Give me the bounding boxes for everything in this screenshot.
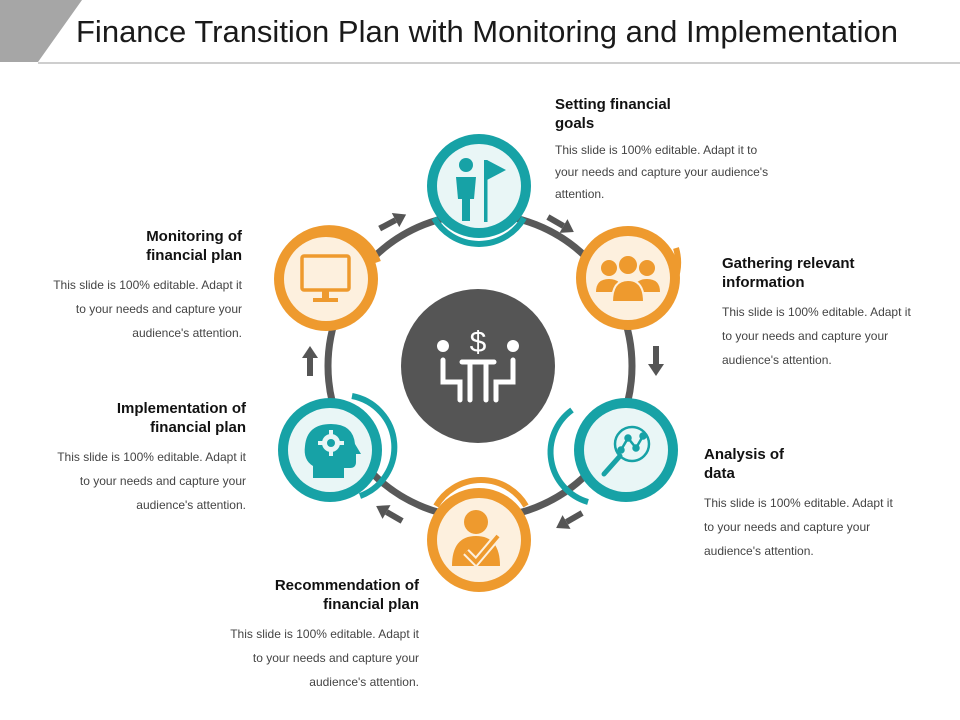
step-heading: Recommendation of financial plan (274, 577, 419, 613)
step-analysis: Analysis of data This slide is 100% edit… (704, 445, 934, 563)
node-gathering-info (576, 226, 681, 330)
step-description: This slide is 100% editable. Adapt it to… (704, 496, 893, 558)
arrow-icon (648, 346, 664, 376)
node-recommendation (427, 477, 531, 592)
step-description: This slide is 100% editable. Adapt it to… (57, 450, 246, 512)
step-heading: Setting financial goals (555, 96, 671, 132)
header-decoration (0, 0, 960, 64)
step-gathering-info: Gathering relevant information This slid… (722, 254, 942, 372)
arrow-icon (546, 214, 574, 233)
page-title: Finance Transition Plan with Monitoring … (76, 14, 898, 49)
finance-meeting-icon: $ (437, 326, 519, 403)
magnifier-chart-icon (601, 425, 651, 477)
center-hub: $ (401, 289, 555, 443)
step-recommendation: Recommendation of financial plan This sl… (190, 576, 419, 694)
group-people-icon (596, 254, 660, 303)
head-gear-icon (304, 424, 361, 478)
cycle-arrows (302, 213, 664, 529)
arrow-icon (376, 505, 404, 524)
node-setting-goals (427, 134, 531, 247)
step-description: This slide is 100% editable. Adapt it to… (722, 305, 911, 367)
node-implementation (278, 393, 398, 502)
step-description: This slide is 100% editable. Adapt it to… (230, 627, 419, 689)
step-heading: Analysis of data (704, 446, 785, 482)
arrow-icon (378, 213, 407, 232)
step-monitoring: Monitoring of financial plan This slide … (12, 227, 242, 345)
node-analysis (547, 398, 678, 505)
step-setting-goals: Setting financial goals This slide is 10… (555, 95, 785, 205)
arrow-icon (302, 346, 318, 376)
step-heading: Gathering relevant information (722, 255, 855, 291)
person-flag-icon (456, 158, 506, 222)
dollar-symbol: $ (470, 326, 487, 359)
person-check-icon (452, 510, 502, 568)
node-monitoring (274, 225, 381, 331)
arrow-icon (556, 510, 584, 529)
step-description: This slide is 100% editable. Adapt it to… (53, 278, 242, 340)
monitor-icon (300, 254, 351, 302)
step-implementation: Implementation of financial plan This sl… (16, 399, 246, 517)
step-heading: Monitoring of financial plan (146, 228, 242, 264)
step-heading: Implementation of financial plan (116, 400, 246, 436)
step-description: This slide is 100% editable. Adapt it to… (555, 143, 769, 201)
